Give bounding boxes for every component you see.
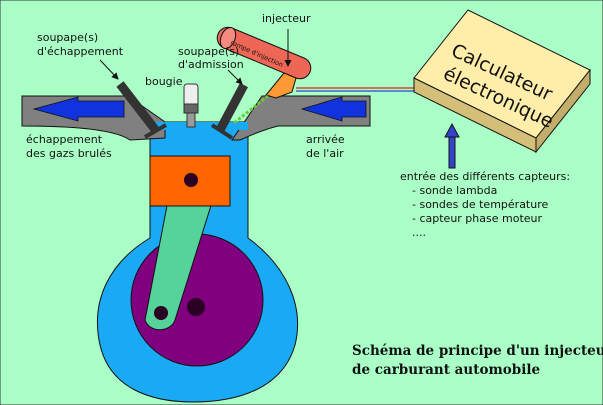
- air-intake-label-2: de l'air: [306, 147, 344, 160]
- exhaust-valve-head: [144, 123, 167, 139]
- connecting-rod: [144, 189, 215, 331]
- caption-line-1: Schéma de principe d'un injecteur: [352, 343, 603, 359]
- air-intake-label-1: arrivée: [306, 133, 345, 146]
- intake-valve-label-2: d'admission: [178, 58, 244, 71]
- caption-line-2: de carburant automobile: [352, 362, 540, 378]
- sensor-input-arrow: [444, 122, 460, 169]
- sensors-title: entrée des différents capteurs:: [400, 170, 570, 183]
- exhaust-label-2: des gazs brulés: [26, 147, 112, 160]
- exhaust-label-1: échappement: [26, 133, 103, 146]
- sensor-item: - capteur phase moteur: [412, 212, 542, 225]
- intake-valve-stem: [216, 82, 248, 133]
- sensor-item: ....: [412, 226, 426, 239]
- exhaust-valve-pointer: [99, 59, 119, 80]
- spark-plug-label: bougie: [145, 75, 183, 88]
- spark-plug-body: [183, 103, 199, 114]
- injector-body: [265, 72, 297, 99]
- intake-valve-pointer: [227, 69, 243, 85]
- calculator-box: Calculateur électronique: [413, 9, 591, 154]
- intake-valve-head: [210, 123, 234, 140]
- crankshaft-center: [187, 298, 205, 316]
- piston-pin: [184, 173, 198, 187]
- crankpin: [154, 306, 168, 320]
- injector-label: injecteur: [262, 12, 311, 25]
- exhaust-valve-stem: [116, 81, 161, 135]
- sensor-item: - sondes de température: [412, 198, 548, 211]
- sensor-item: - sonde lambda: [412, 184, 497, 197]
- exhaust-valve-label-2: d'échappement: [37, 45, 124, 58]
- spark-plug-thread: [186, 112, 196, 128]
- exhaust-valve-label-1: soupape(s): [37, 31, 98, 44]
- exhaust-flow-arrow: [32, 96, 125, 122]
- fuel-spray: [233, 94, 269, 125]
- intake-flow-arrow: [300, 96, 367, 122]
- intake-valve-label-1: soupape(s): [178, 45, 239, 58]
- spark-plug-insulator: [183, 83, 199, 107]
